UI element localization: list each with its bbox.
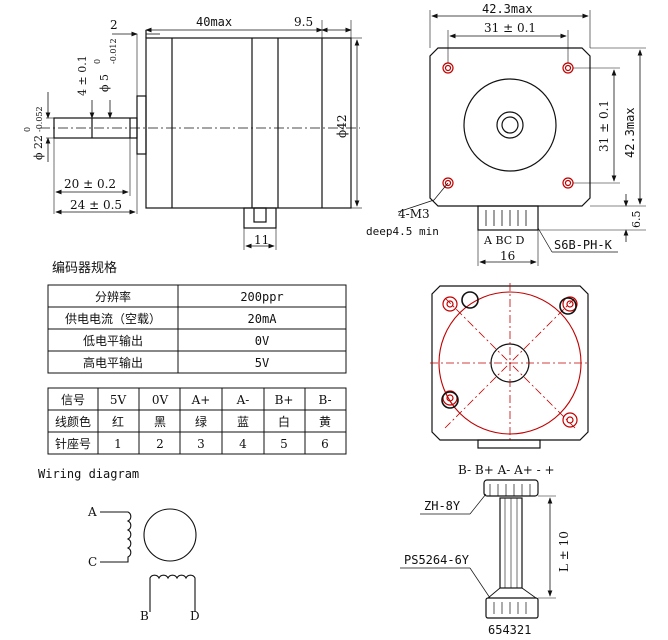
encoder-connector-base <box>477 439 541 449</box>
front-flange-outline <box>429 47 591 207</box>
dim-42-3max: 42.3max <box>482 2 533 16</box>
pin-color-yellow: 黄 <box>319 415 331 429</box>
pin-header-5v: 5V <box>110 393 127 407</box>
pin-color-blue: 蓝 <box>237 415 249 429</box>
pin-header-b-minus: B- <box>318 393 331 407</box>
wiring-title: Wiring diagram <box>38 467 139 481</box>
zh-connector <box>483 479 539 497</box>
pin-number-3: 3 <box>197 437 205 451</box>
dim-40max: 40max <box>196 15 232 29</box>
dim-42-3max-vertical: 42.3max <box>623 107 637 158</box>
spec-label-high: 高电平输出 <box>83 355 143 370</box>
pin-header-a-minus: A- <box>236 393 250 407</box>
wiring-label-c: C <box>88 555 97 569</box>
encoder-view <box>400 283 590 619</box>
front-shaft-outer <box>496 111 524 139</box>
front-connector <box>477 205 539 231</box>
wiring-diagram <box>100 508 197 612</box>
flange-boss <box>136 95 147 155</box>
encoder-spec-title: 编码器规格 <box>52 260 117 276</box>
front-view-labels: 42.3max 31 ± 0.1 31 ± 0.1 42.3max 6.5 4-… <box>366 2 643 263</box>
note-deep: deep4.5 min <box>366 225 439 238</box>
dim-5-tol-upper: 0 <box>93 59 102 64</box>
spec-value-high: 5V <box>255 356 269 370</box>
pin-number-1: 1 <box>114 437 122 451</box>
dim-22-tol-lower: -0.052 <box>35 106 44 132</box>
pin-color-white: 白 <box>278 414 290 429</box>
wiring-coil-ac <box>100 511 132 563</box>
wiring-rotor-circle <box>143 508 197 562</box>
dim-4: 4 ± 0.1 <box>76 55 89 96</box>
front-boss-circle <box>463 78 557 172</box>
dim-phi42: ϕ42 <box>335 115 349 138</box>
pin-color-red: 红 <box>112 414 124 429</box>
side-view <box>40 20 362 250</box>
pin-header-a-plus: A+ <box>191 393 211 407</box>
cable-length-label: L ± 10 <box>557 531 571 572</box>
spec-value-low: 0V <box>255 334 269 348</box>
encoder-spec-table <box>47 284 347 374</box>
side-view-labels: 2 40max 9.5 4 ± 0.1 ϕ 5 0 -0.012 ϕ 22 0 … <box>23 15 349 247</box>
pin-number-label: 针座号 <box>55 436 91 451</box>
pin-color-label: 线颜色 <box>55 414 91 429</box>
dim-11: 11 <box>254 233 269 247</box>
pin-number-2: 2 <box>156 437 164 451</box>
spec-label-resolution: 分辨率 <box>95 289 131 304</box>
dim-31: 31 ± 0.1 <box>484 21 536 35</box>
dim-6-5: 6.5 <box>630 211 643 229</box>
dim-31-vertical: 31 ± 0.1 <box>597 100 611 152</box>
zh-connector-label: ZH-8Y <box>424 499 461 513</box>
dim-24: 24 ± 0.5 <box>70 198 122 212</box>
pin-table <box>47 387 347 455</box>
spec-label-low: 低电平输出 <box>83 333 143 348</box>
encoder-spec-cells: 分辨率 200ppr 供电电流（空载） 20mA 低电平输出 0V 高电平输出 … <box>65 289 284 370</box>
pin-number-5: 5 <box>280 437 288 451</box>
pin-number-strip: 654321 <box>488 623 531 637</box>
connector-pin-letters: A BC D <box>483 234 525 247</box>
front-view <box>397 10 646 266</box>
motor-body-outline <box>145 37 352 209</box>
note-m3: 4-M3 <box>398 207 430 221</box>
spec-value-resolution: 200ppr <box>240 290 283 304</box>
spec-value-current: 20mA <box>248 312 278 326</box>
pin-color-black: 黑 <box>154 415 166 429</box>
pin-header-0v: 0V <box>152 393 169 407</box>
pin-number-6: 6 <box>321 437 329 451</box>
ps-connector-label: PS5264-6Y <box>404 553 470 567</box>
dim-2: 2 <box>110 18 118 32</box>
front-shaft-inner <box>501 116 519 134</box>
pin-header-b-plus: B+ <box>275 393 294 407</box>
spec-label-current: 供电电流（空载） <box>65 312 161 326</box>
pin-table-cells: 信号 5V 0V A+ A- B+ B- 线颜色 红 黑 绿 蓝 白 黄 针座号… <box>55 393 332 451</box>
dim-22: ϕ 22 <box>32 135 45 160</box>
side-connector <box>243 207 277 229</box>
dim-20: 20 ± 0.2 <box>64 177 116 191</box>
wiring-label-b: B <box>140 609 149 623</box>
pin-color-green: 绿 <box>195 414 207 429</box>
dim-5-tol-lower: -0.012 <box>109 38 118 64</box>
wiring-label-a: A <box>87 505 97 519</box>
encoder-signal-labels: B- B+ A- A+ - + <box>458 463 555 477</box>
wiring-coil-bd <box>149 574 196 612</box>
connector-part-label: S6B-PH-K <box>554 238 613 252</box>
dim-16: 16 <box>500 249 515 263</box>
encoder-flange-outline <box>431 285 589 441</box>
pin-number-4: 4 <box>239 437 247 451</box>
dim-22-tol-upper: 0 <box>23 127 32 132</box>
wiring-label-d: D <box>190 609 200 623</box>
pin-header-signal: 信号 <box>61 393 85 407</box>
dim-5: ϕ 5 <box>98 74 111 92</box>
dim-9-5: 9.5 <box>294 15 313 29</box>
ps-connector <box>485 597 539 619</box>
